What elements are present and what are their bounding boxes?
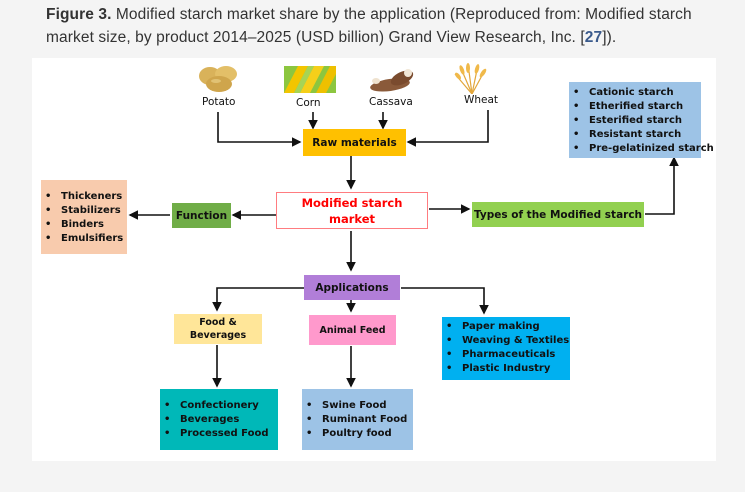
animal-item: Swine Food bbox=[302, 399, 413, 413]
cassava-image bbox=[370, 69, 414, 92]
industrial-item: Paper making bbox=[442, 320, 570, 334]
industrial-items-box: Paper making Weaving & Textiles Pharmace… bbox=[442, 317, 570, 380]
type-item: Pre-gelatinized starch bbox=[569, 142, 714, 156]
food-items-box: Confectionery Beverages Processed Food bbox=[160, 389, 278, 450]
wheat-image bbox=[454, 63, 487, 94]
connector-lines bbox=[128, 110, 679, 388]
type-item: Resistant starch bbox=[569, 128, 701, 142]
function-item: Stabilizers bbox=[41, 204, 127, 218]
caption-text-end: ]). bbox=[602, 29, 617, 46]
raw-materials-label: Raw materials bbox=[312, 136, 397, 149]
function-label: Function bbox=[175, 209, 228, 222]
industrial-item: Plastic Industry bbox=[442, 362, 570, 376]
types-label: Types of the Modified starch bbox=[473, 208, 643, 221]
type-item: Etherified starch bbox=[569, 100, 701, 114]
applications-label: Applications bbox=[315, 281, 389, 294]
source-label-cassava: Cassava bbox=[369, 96, 413, 108]
animal-items-box: Swine Food Ruminant Food Poultry food bbox=[302, 389, 413, 450]
source-label-corn: Corn bbox=[296, 97, 321, 109]
potato-image bbox=[199, 66, 237, 92]
market-box: Modified starch market bbox=[276, 192, 428, 229]
food-item: Processed Food bbox=[160, 427, 278, 441]
food-item: Confectionery bbox=[160, 399, 278, 413]
type-item: Esterified starch bbox=[569, 114, 701, 128]
figure-caption: Figure 3. Modified starch market share b… bbox=[46, 3, 706, 49]
function-item: Binders bbox=[41, 218, 127, 232]
function-item: Thickeners bbox=[41, 190, 127, 204]
reference-link[interactable]: 27 bbox=[584, 29, 603, 46]
animal-item: Ruminant Food bbox=[302, 413, 413, 427]
function-item: Emulsifiers bbox=[41, 232, 127, 246]
source-label-wheat: Wheat bbox=[464, 94, 499, 106]
animal-feed-box: Animal Feed bbox=[309, 315, 396, 345]
function-box: Function bbox=[172, 203, 231, 228]
food-item: Beverages bbox=[160, 413, 278, 427]
function-items-box: Thickeners Stabilizers Binders Emulsifie… bbox=[41, 180, 127, 254]
corn-image bbox=[284, 66, 336, 93]
animal-item: Poultry food bbox=[302, 427, 413, 441]
type-item: Cationic starch bbox=[569, 86, 701, 100]
figure-panel: Potato Corn Cassava Wheat bbox=[32, 58, 716, 461]
caption-text: Modified starch market share by the appl… bbox=[46, 6, 692, 46]
types-items-box: Cationic starch Etherified starch Esteri… bbox=[569, 82, 714, 158]
market-label: Modified starch market bbox=[301, 195, 403, 226]
types-box: Types of the Modified starch bbox=[472, 202, 644, 227]
source-label-potato: Potato bbox=[202, 96, 236, 108]
figure-label: Figure 3. bbox=[46, 6, 112, 23]
food-beverages-label: Food & Beverages bbox=[189, 317, 247, 341]
industrial-item: Weaving & Textiles bbox=[442, 334, 570, 348]
industrial-item: Pharmaceuticals bbox=[442, 348, 570, 362]
food-beverages-box: Food & Beverages bbox=[174, 314, 262, 344]
raw-materials-box: Raw materials bbox=[303, 129, 406, 156]
animal-feed-label: Animal Feed bbox=[319, 324, 386, 336]
applications-box: Applications bbox=[304, 275, 400, 300]
